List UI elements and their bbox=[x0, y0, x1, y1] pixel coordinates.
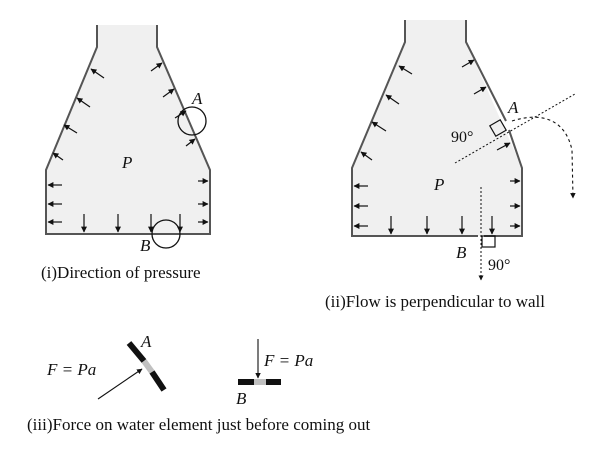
point-B-label: B bbox=[456, 243, 467, 262]
angle-label-A: 90° bbox=[451, 129, 473, 146]
panel-1-container: P A B bbox=[45, 25, 211, 255]
flow-trajectory-A bbox=[511, 116, 576, 199]
right-angle-marker-B bbox=[481, 235, 496, 248]
force-arrow-A bbox=[97, 368, 143, 400]
caption-panel-2: (ii)Flow is perpendicular to wall bbox=[325, 292, 546, 311]
wall-segment-A bbox=[126, 341, 147, 363]
pressure-label: P bbox=[433, 175, 444, 194]
highlight-circle-B bbox=[151, 219, 181, 249]
container-wall bbox=[45, 25, 211, 235]
element-B-label: B bbox=[236, 389, 247, 408]
right-angle-marker-A bbox=[488, 118, 508, 138]
force-A-label: F = Pa bbox=[46, 360, 96, 379]
container-wall bbox=[465, 20, 507, 122]
caption-panel-3: (iii)Force on water element just before … bbox=[27, 415, 371, 434]
water-element-A bbox=[141, 359, 155, 374]
point-A-label: A bbox=[507, 98, 519, 117]
pressure-arrows bbox=[353, 59, 521, 235]
panel-2-container: P A B 90° 90° bbox=[351, 20, 576, 281]
container-wall bbox=[484, 129, 523, 237]
normal-line-A bbox=[454, 93, 576, 164]
point-A-label: A bbox=[191, 89, 203, 108]
point-B-label: B bbox=[140, 236, 151, 255]
force-B-label: F = Pa bbox=[263, 351, 313, 370]
container-fluid bbox=[352, 20, 522, 236]
highlight-circle-A bbox=[177, 106, 207, 136]
caption-panel-1: (i)Direction of pressure bbox=[41, 263, 201, 282]
wall-segment-A bbox=[149, 370, 167, 392]
panel-3-force-elements: A F = Pa B F = Pa bbox=[46, 332, 313, 408]
element-A-label: A bbox=[140, 332, 152, 351]
pressure-arrows bbox=[47, 62, 209, 233]
container-wall bbox=[351, 20, 478, 237]
pressure-label: P bbox=[121, 153, 132, 172]
angle-label-B: 90° bbox=[488, 257, 510, 274]
